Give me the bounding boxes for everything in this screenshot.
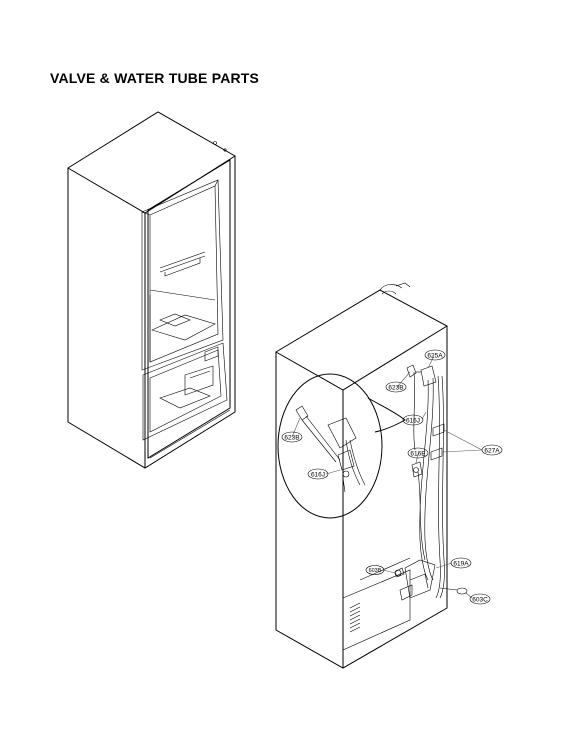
callout-616e: 616E [407, 447, 429, 459]
callout-label: 616J [311, 471, 325, 478]
callout-label: 623B [388, 384, 403, 391]
detail-magnifier [277, 373, 406, 519]
callout-label: 623B [284, 434, 299, 441]
callout-603c: 603C [469, 593, 491, 605]
callout-623b-detail: 623B [281, 431, 303, 443]
callout-label: 603C [472, 596, 488, 603]
callout-label: 603B [369, 568, 382, 574]
callout-627a: 627A [481, 444, 503, 456]
callout-616j: 616J [402, 414, 424, 426]
rear-cabinet-drawing [275, 282, 468, 669]
callout-625a: 625A [424, 349, 446, 361]
callout-label: 616E [410, 450, 426, 457]
vent-grille [349, 602, 361, 633]
callout-label: 625A [427, 352, 443, 359]
callout-label: 619A [453, 560, 469, 567]
callout-label: 616J [406, 417, 420, 424]
callout-619a: 619A [450, 557, 472, 569]
callout-603b: 603B [365, 565, 385, 575]
callout-623b: 623B [385, 381, 407, 393]
callout-label: 627A [484, 447, 500, 454]
front-cabinet-drawing [67, 111, 236, 469]
callout-616j-detail: 616J [307, 468, 329, 480]
leader-lines [291, 355, 483, 599]
page-title: VALVE & WATER TUBE PARTS [50, 70, 260, 86]
